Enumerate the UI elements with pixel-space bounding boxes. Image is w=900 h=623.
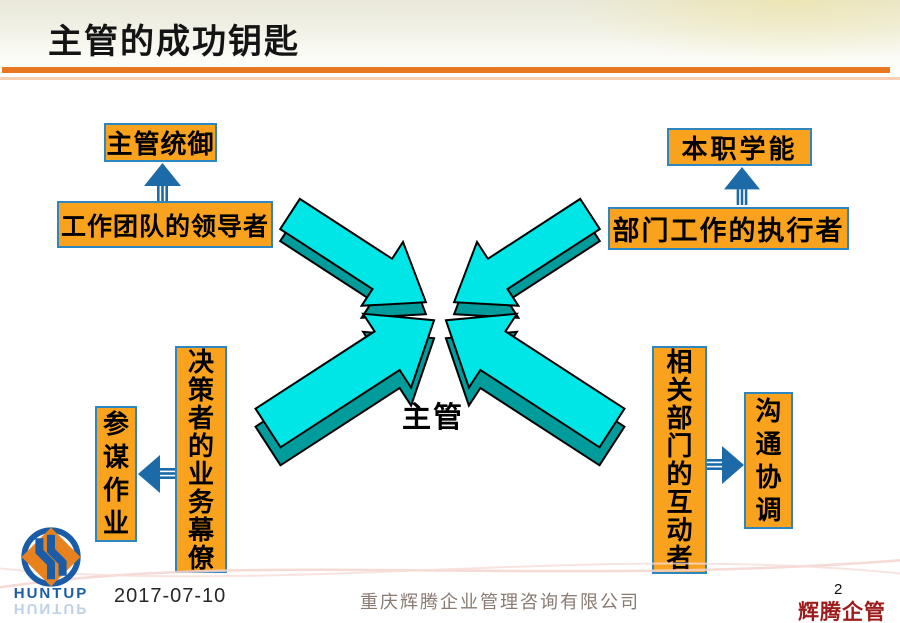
- left-arrow-icon: [138, 455, 175, 493]
- capability-box-top-right: 本职学能: [667, 128, 812, 166]
- brand-watermark: 辉腾企管: [798, 600, 886, 623]
- up-arrow-icon: [724, 167, 760, 205]
- center-label: 主管: [401, 402, 464, 434]
- role-label: 决策者的业务幕僚: [187, 346, 214, 573]
- up-arrow-icon: [144, 163, 181, 202]
- role-box-top-right: 部门工作的执行者: [608, 207, 849, 250]
- role-label: 工作团队的领导者: [60, 212, 269, 241]
- page-number: 2: [834, 581, 843, 598]
- capability-box-top-left: 主管统御: [104, 123, 217, 162]
- right-arrow-icon: [707, 446, 744, 484]
- page-title: 主管的成功钥匙: [48, 23, 300, 61]
- header-accent-line-light: [0, 77, 900, 80]
- role-box-bottom-left: 决策者的业务幕僚: [175, 346, 227, 573]
- capability-label: 本职学能: [681, 133, 798, 164]
- footer-company-name: 重庆辉腾企业管理咨询有限公司: [360, 592, 640, 612]
- capability-box-bottom-left: 参谋作业: [95, 406, 137, 542]
- capability-label: 参谋作业: [102, 409, 129, 538]
- role-label: 相关部门的互动者: [666, 347, 693, 573]
- company-logo: [21, 527, 81, 587]
- capability-box-bottom-right: 沟通协调: [744, 392, 793, 529]
- slide-header: 主管的成功钥匙: [0, 0, 900, 80]
- slide-date: 2017-07-10: [114, 585, 227, 607]
- logo-text: HUNTUP: [13, 585, 89, 602]
- role-box-bottom-right: 相关部门的互动者: [652, 346, 707, 574]
- role-box-top-left: 工作团队的领导者: [57, 201, 273, 248]
- capability-label: 主管统御: [106, 129, 215, 159]
- capability-label: 沟通协调: [755, 395, 782, 525]
- logo-text-reflection: HUNTUP: [13, 600, 89, 617]
- role-label: 部门工作的执行者: [612, 216, 845, 246]
- header-accent-line: [2, 67, 890, 73]
